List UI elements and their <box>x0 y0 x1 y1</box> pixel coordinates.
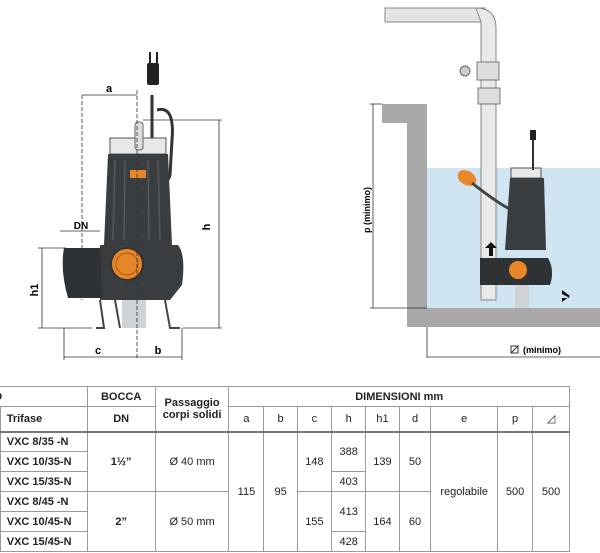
passaggio-value: Ø 50 mm <box>154 491 230 552</box>
flow-up-arrow-icon <box>485 242 497 256</box>
h-value: 413 <box>330 491 367 532</box>
header-col-b: b <box>263 406 298 432</box>
h-value: 428 <box>330 531 367 552</box>
plug-icon <box>147 63 159 85</box>
width-value: 500 <box>532 430 570 552</box>
header-col-h1: h1 <box>365 406 400 432</box>
c-value: 155 <box>296 491 333 552</box>
table-row: VXC 15/45-N 428 <box>0 531 570 552</box>
header-col-width: ◿ <box>532 406 570 432</box>
model-name: VXC 15/45-N <box>0 531 88 552</box>
h-value: 403 <box>330 471 367 492</box>
float-switch-icon <box>457 170 477 186</box>
dimension-label-h1: h1 <box>29 284 41 297</box>
valve-icon <box>459 65 471 77</box>
header-dn: DN <box>86 406 156 432</box>
h1-value: 164 <box>365 491 400 552</box>
h1-value: 139 <box>365 430 400 492</box>
header-tipo: TIPO <box>0 386 88 407</box>
square-section-icon <box>510 345 519 354</box>
p-value: 500 <box>497 430 534 552</box>
model-name: VXC 8/45 -N <box>0 491 88 512</box>
b-value: 95 <box>263 430 298 552</box>
installation-drawing: p (minimo) (minimo) <box>362 7 600 358</box>
a-value: 115 <box>228 430 265 552</box>
dimension-label-c: c <box>95 345 101 357</box>
model-name: VXC 10/35-N <box>0 451 88 472</box>
dimension-label-h: h <box>201 223 213 230</box>
header-col-a: a <box>228 406 265 432</box>
header-col-p: p <box>497 406 534 432</box>
dn-value: 1½” <box>86 430 156 492</box>
d-value: 60 <box>398 491 432 552</box>
model-name: VXC 8/35 -N <box>0 430 88 452</box>
e-value: regolabile <box>430 430 499 552</box>
dimension-label-a: a <box>106 83 113 95</box>
pump-diagrams: a h h1 DN c b p (minimo) (minimo) <box>29 7 600 360</box>
header-bocca: BOCCA <box>86 386 156 407</box>
model-name: VXC 10/45-N <box>0 511 88 532</box>
dimension-label-p: p (minimo) <box>362 187 372 233</box>
table-row: VXC 8/35 -N 1½” Ø 40 mm 115 95 148 388 1… <box>0 430 570 552</box>
dimension-label-width: (minimo) <box>523 345 561 355</box>
model-name: VXC 15/35-N <box>0 471 88 492</box>
c-value: 148 <box>296 430 333 492</box>
d-value: 50 <box>398 430 432 492</box>
header-col-h: h <box>330 406 367 432</box>
dn-value: 2” <box>86 491 156 552</box>
passaggio-value: Ø 40 mm <box>154 430 230 492</box>
header-col-c: c <box>296 406 333 432</box>
header-col-e: e <box>430 406 499 432</box>
specifications-table: TIPO BOCCA Passaggio corpi solidi DIMENS… <box>0 386 570 552</box>
header-passaggio: Passaggio corpi solidi <box>154 386 230 432</box>
header-trifase: Trifase <box>0 406 88 432</box>
dimension-label-dn: DN <box>74 221 88 232</box>
dimension-label-b: b <box>155 345 162 357</box>
flow-in-arrow-icon <box>562 290 570 302</box>
header-dimensioni: DIMENSIONI mm <box>228 386 570 407</box>
h-value: 388 <box>330 430 367 472</box>
pit-wall <box>382 104 600 327</box>
table-row: VXC 8/45 -N 2” Ø 50 mm 155 413 164 60 <box>0 491 570 552</box>
header-col-d: d <box>398 406 432 432</box>
plug-icon <box>530 130 536 140</box>
pump-front-drawing: a h h1 DN c b <box>29 52 222 360</box>
